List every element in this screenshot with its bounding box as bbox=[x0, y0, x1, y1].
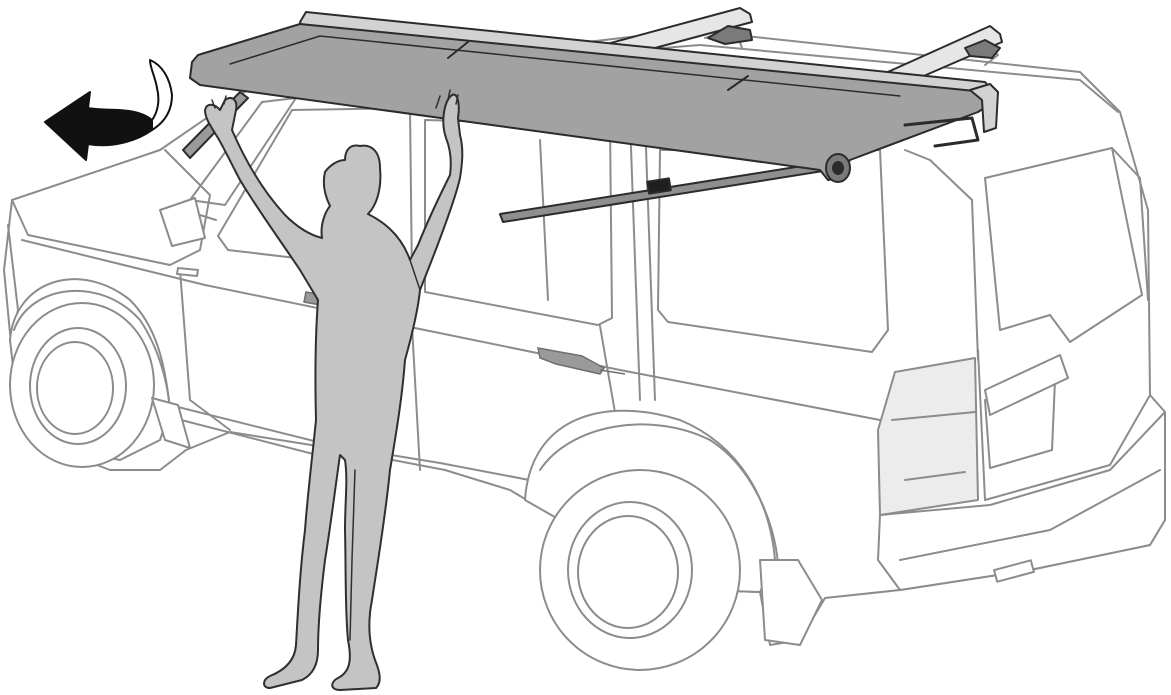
awning-roller-end-inner bbox=[833, 162, 843, 174]
vehicle-rear-window bbox=[658, 150, 888, 352]
curved-arrow-left-icon bbox=[45, 60, 172, 160]
vehicle-fender-marker bbox=[177, 268, 198, 276]
vehicle-front-rim-inner bbox=[37, 342, 113, 434]
rotation-arrow-back-face bbox=[150, 60, 172, 130]
rotation-arrow-body bbox=[45, 92, 152, 160]
awning-pole-clamp bbox=[647, 178, 671, 193]
vehicle-rear-rim-inner bbox=[578, 516, 678, 628]
vehicle-tail-light bbox=[878, 358, 978, 515]
